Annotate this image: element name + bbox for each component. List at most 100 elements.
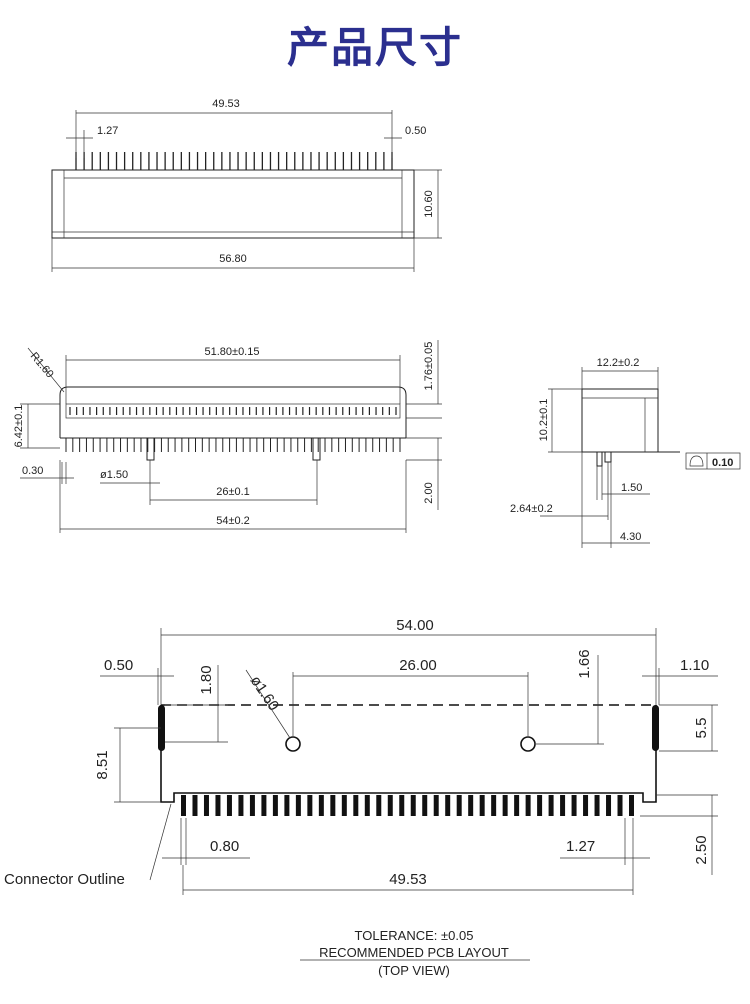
side-peg (596, 451, 603, 467)
pcb-pad (456, 795, 462, 816)
pcb-pad (203, 795, 209, 816)
dim-label-pin-width: 0.50 (405, 125, 426, 137)
pcb-pad (226, 795, 232, 816)
pcb-pad (295, 795, 301, 816)
pcb-pad (215, 795, 221, 816)
dim-label-slot-depth: 1.76±0.05 (423, 342, 435, 391)
top-body-outline (59, 386, 407, 438)
pcb-pad (376, 795, 382, 816)
top-contacts (69, 407, 397, 415)
pcb-pad (364, 795, 370, 816)
pcb-pad (571, 795, 577, 816)
dim-label-side-peg-width: 1.50 (621, 482, 642, 494)
dim-label-radius: R1.60 (28, 350, 56, 380)
flatness-icon (689, 455, 704, 467)
pcb-pad (341, 795, 347, 816)
dim-label-pcb-depth: 8.51 (94, 750, 111, 779)
pcb-pad (410, 795, 416, 816)
dim-label-slot-length: 51.80±0.15 (205, 346, 260, 358)
dim-label-side-width: 12.2±0.2 (597, 357, 640, 369)
dim-label-peg-spacing: 26±0.1 (216, 486, 250, 498)
peg-left (146, 437, 155, 461)
dim-label-pin-span: 49.53 (212, 98, 240, 110)
pcb-pad (548, 795, 554, 816)
pcb-pad (307, 795, 313, 816)
dim-label-side-offset: 2.64±0.2 (510, 503, 553, 515)
pcb-pad (468, 795, 474, 816)
front-body-outline (51, 169, 415, 239)
dim-label-pin-width-top: 0.30 (22, 465, 43, 477)
pcb-pad (560, 795, 566, 816)
pcb-mount-hole-left (285, 736, 301, 752)
pcb-pads (181, 795, 634, 816)
pcb-pad (629, 795, 634, 816)
top-slot (65, 403, 401, 419)
dim-label-flatness: 0.10 (712, 457, 733, 469)
peg-right (312, 437, 321, 461)
pcb-pad (387, 795, 393, 816)
dim-label-pcb-right-hold: 1.10 (680, 657, 709, 674)
pcb-pad (353, 795, 359, 816)
tolerance-note: TOLERANCE: ±0.05 (355, 928, 474, 943)
dim-label-pcb-hold-length: 1.80 (198, 665, 215, 694)
dim-label-side-height: 10.2±0.1 (538, 399, 550, 442)
side-pin (604, 451, 612, 463)
pcb-pad (433, 795, 439, 816)
pcb-pad (502, 795, 508, 816)
dim-label-overall-top: 54±0.2 (216, 515, 250, 527)
pcb-pad (192, 795, 198, 816)
pcb-pad (491, 795, 497, 816)
connector-outline-label: Connector Outline (4, 871, 125, 888)
pcb-pad (422, 795, 428, 816)
pcb-pad (181, 795, 186, 816)
pcb-subcaption: (TOP VIEW) (378, 963, 450, 978)
dim-label-pin-length: 2.00 (423, 482, 435, 503)
pcb-outline-bottom (160, 792, 657, 803)
dim-label-peg-diameter: ø1.50 (100, 469, 128, 481)
page-title: 产品尺寸 (286, 23, 463, 72)
pcb-pad (594, 795, 600, 816)
dim-label-height: 10.60 (423, 190, 435, 218)
front-pins (75, 152, 393, 170)
dim-label-pcb-overall: 54.00 (396, 617, 434, 634)
top-view: R1.60 51.80±0.15 1.76±0.05 2.00 6.42±0.1… (13, 340, 442, 533)
pcb-pad (318, 795, 324, 816)
pcb-pad (445, 795, 451, 816)
dim-label-body-depth: 6.42±0.1 (13, 405, 25, 448)
pcb-hold-slot-left (158, 705, 165, 751)
top-pins (65, 438, 401, 452)
dim-label-pcb-pad-width: 0.80 (210, 838, 239, 855)
pcb-caption: RECOMMENDED PCB LAYOUT (319, 945, 509, 960)
pcb-pad (617, 795, 623, 816)
pcb-hold-slot-right (652, 705, 659, 751)
pcb-pad (399, 795, 405, 816)
pcb-layout: 54.00 0.50 1.80 ø1.60 26.00 1.66 1.10 5.… (4, 617, 718, 978)
pcb-pad (514, 795, 520, 816)
dim-label-pcb-hole-offset: 1.66 (576, 649, 593, 678)
dim-label-pcb-hold-depth: 5.5 (693, 718, 710, 739)
dim-label-pcb-hold-width: 0.50 (104, 657, 133, 674)
dim-label-pcb-hole-spacing: 26.00 (399, 657, 437, 674)
side-view: 12.2±0.2 10.2±0.1 0.10 1.50 2.64±0.2 4.3… (510, 357, 741, 548)
pcb-pad (238, 795, 244, 816)
pcb-mount-hole-right (520, 736, 536, 752)
pcb-pad (272, 795, 278, 816)
pcb-pad (261, 795, 267, 816)
pcb-pad (606, 795, 612, 816)
pcb-pad (284, 795, 290, 816)
pcb-pad (525, 795, 531, 816)
pcb-pad (537, 795, 543, 816)
dim-label-pcb-pad-length: 2.50 (693, 835, 710, 864)
front-view: 49.53 1.27 0.50 10.60 56.80 (51, 98, 442, 272)
dim-label-pcb-hole-diameter: ø1.60 (247, 673, 283, 714)
dim-label-side-base: 4.30 (620, 531, 641, 543)
pcb-pad (249, 795, 255, 816)
side-body-outline (581, 388, 659, 453)
dim-label-pcb-pad-pitch: 1.27 (566, 838, 595, 855)
dim-label-body-length: 56.80 (219, 253, 247, 265)
pcb-pad (330, 795, 336, 816)
dim-label-pcb-pad-span: 49.53 (389, 871, 427, 888)
pcb-pad (479, 795, 485, 816)
pcb-pad (583, 795, 589, 816)
